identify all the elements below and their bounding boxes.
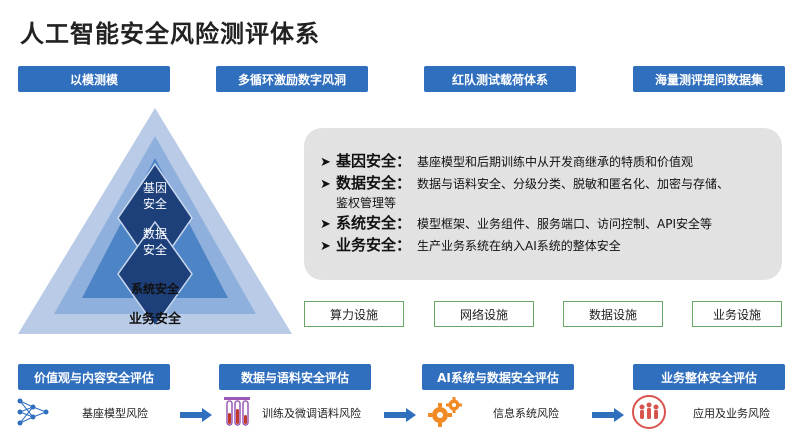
gears-icon bbox=[428, 397, 462, 427]
eval-button-values[interactable]: 价值观与内容安全评估 bbox=[18, 364, 170, 390]
infra-button-network[interactable]: 网络设施 bbox=[434, 301, 534, 327]
panel-item-business: ➤ 业务安全： 生产业务系统在纳入AI系统的整体安全 bbox=[320, 234, 621, 255]
panel-item-text: 数据与语料安全、分级分类、脱敏和匿名化、加密与存储、 bbox=[417, 177, 730, 191]
panel-item-key: 基因安全： bbox=[336, 152, 412, 170]
panel-item-text: 生产业务系统在纳入AI系统的整体安全 bbox=[417, 239, 621, 253]
right-arrow-icon bbox=[384, 408, 416, 422]
risk-label-training-corpus: 训练及微调语料风险 bbox=[262, 407, 361, 420]
panel-item-text: 基座模型和后期训练中从开发商继承的特质和价值观 bbox=[417, 155, 694, 169]
eval-button-ai-system[interactable]: AI系统与数据安全评估 bbox=[422, 364, 574, 390]
security-pyramid bbox=[18, 108, 292, 334]
neural-network-icon bbox=[17, 398, 49, 426]
chevron-right-icon: ➤ bbox=[320, 177, 331, 192]
pyramid-data-label: 数据 安全 bbox=[142, 227, 167, 257]
infra-button-compute[interactable]: 算力设施 bbox=[304, 301, 404, 327]
panel-item-key: 数据安全： bbox=[336, 174, 412, 192]
risk-label-base-model: 基座模型风险 bbox=[82, 407, 148, 420]
top-button-2[interactable]: 多循环激励数字风洞 bbox=[216, 66, 368, 92]
infra-button-business[interactable]: 业务设施 bbox=[692, 301, 782, 327]
chevron-right-icon: ➤ bbox=[320, 217, 331, 232]
infra-button-data[interactable]: 数据设施 bbox=[563, 301, 663, 327]
chevron-right-icon: ➤ bbox=[320, 239, 331, 254]
panel-item-key: 系统安全： bbox=[336, 214, 412, 232]
panel-item-data-continued: 鉴权管理等 bbox=[336, 196, 397, 210]
security-description-panel: ➤ 基因安全： 基座模型和后期训练中从开发商继承的特质和价值观 ➤ 数据安全： … bbox=[304, 128, 782, 280]
eval-button-business[interactable]: 业务整体安全评估 bbox=[633, 364, 785, 390]
pyramid-business-label: 业务安全 bbox=[128, 312, 181, 327]
pyramid-system-label: 系统安全 bbox=[130, 282, 179, 296]
top-button-1[interactable]: 以模测模 bbox=[18, 66, 170, 92]
top-button-3[interactable]: 红队测试载荷体系 bbox=[424, 66, 576, 92]
panel-item-data: ➤ 数据安全： 数据与语料安全、分级分类、脱敏和匿名化、加密与存储、 bbox=[320, 172, 729, 193]
pyramid-core-label: 基因 安全 bbox=[142, 181, 167, 211]
people-group-icon bbox=[632, 395, 666, 429]
chevron-right-icon: ➤ bbox=[320, 155, 331, 170]
page-title: 人工智能安全风险测评体系 bbox=[20, 20, 320, 48]
panel-item-key: 业务安全： bbox=[336, 236, 412, 254]
eval-button-data[interactable]: 数据与语料安全评估 bbox=[219, 364, 371, 390]
test-tubes-icon bbox=[224, 397, 250, 426]
pyramid-data-diamond bbox=[117, 220, 193, 328]
right-arrow-icon bbox=[180, 408, 212, 422]
top-button-4[interactable]: 海量测评提问数据集 bbox=[633, 66, 785, 92]
right-arrow-icon bbox=[592, 408, 624, 422]
panel-item-system: ➤ 系统安全： 模型框架、业务组件、服务端口、访问控制、API安全等 bbox=[320, 212, 712, 233]
panel-item-gene: ➤ 基因安全： 基座模型和后期训练中从开发商继承的特质和价值观 bbox=[320, 150, 693, 171]
risk-label-application: 应用及业务风险 bbox=[693, 407, 770, 420]
risk-label-info-system: 信息系统风险 bbox=[493, 407, 559, 420]
panel-item-text: 模型框架、业务组件、服务端口、访问控制、API安全等 bbox=[417, 217, 713, 231]
